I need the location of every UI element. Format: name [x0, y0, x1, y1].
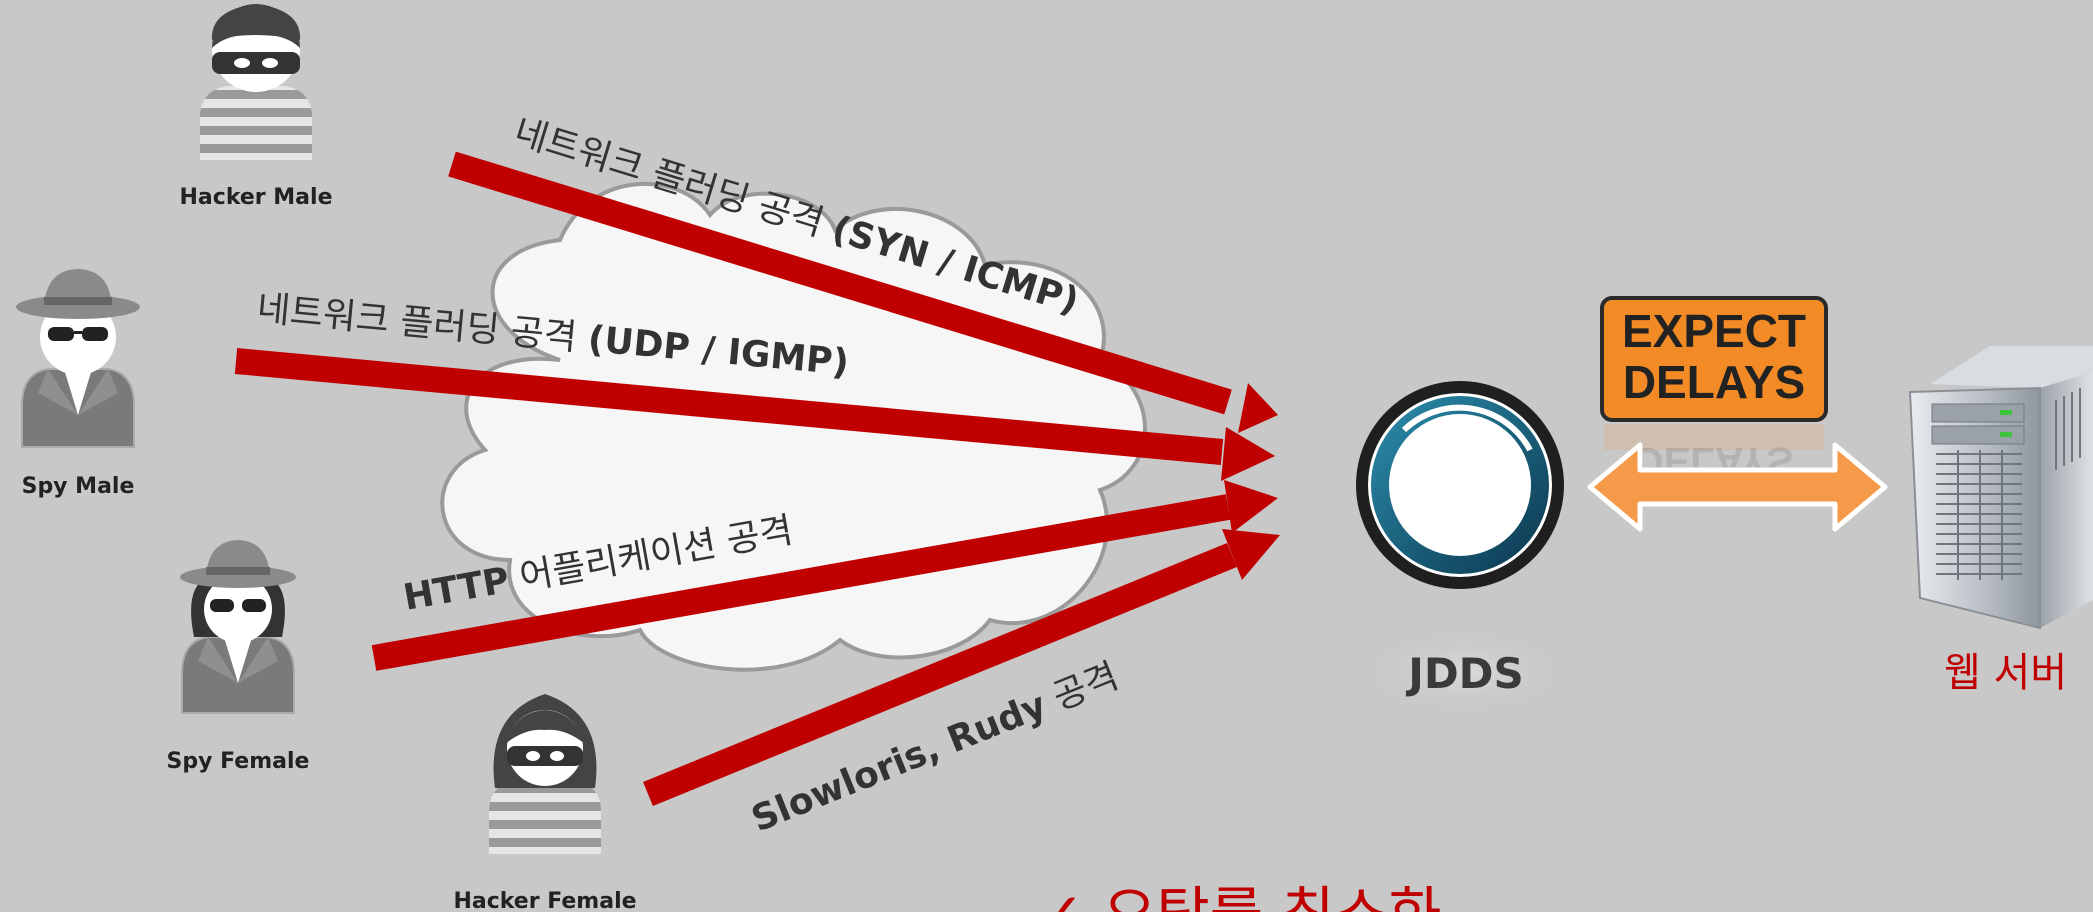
expect-delays-sign: EXPECT DELAYS DELAYS — [1600, 296, 1828, 483]
sign-line-1: EXPECT — [1622, 305, 1806, 357]
arrow-http — [371, 480, 1278, 671]
arrow-slowloris — [643, 529, 1280, 807]
masked-hacker-female-icon — [489, 694, 601, 854]
bottom-caption: ✓ 오탐률 최소화 — [1036, 880, 1442, 912]
jdds-label: JDDS — [1405, 649, 1524, 698]
masked-hacker-icon — [200, 4, 312, 160]
actor-label-spy-male: Spy Male — [22, 474, 135, 499]
bidirectional-arrow-icon — [1587, 442, 1888, 532]
arrow-udp-igmp — [234, 348, 1275, 481]
server-tower-icon — [1908, 346, 2093, 630]
spy-female-icon — [180, 540, 296, 714]
actor-label-hacker-male: Hacker Male — [180, 185, 333, 210]
actor-label-hacker-female: Hacker Female — [453, 889, 636, 912]
server-label: 웹 서버 — [1944, 650, 2067, 696]
sign-line-2: DELAYS — [1623, 356, 1805, 408]
actor-label-spy-female: Spy Female — [167, 749, 310, 774]
jdds-glow — [1355, 628, 1575, 716]
ring-logo-icon — [1356, 381, 1564, 589]
server-vents — [1936, 388, 2081, 580]
spy-hat-sunglasses-icon — [16, 269, 140, 448]
arrow-syn-icmp — [448, 151, 1278, 433]
attack-arrows — [234, 151, 1280, 807]
